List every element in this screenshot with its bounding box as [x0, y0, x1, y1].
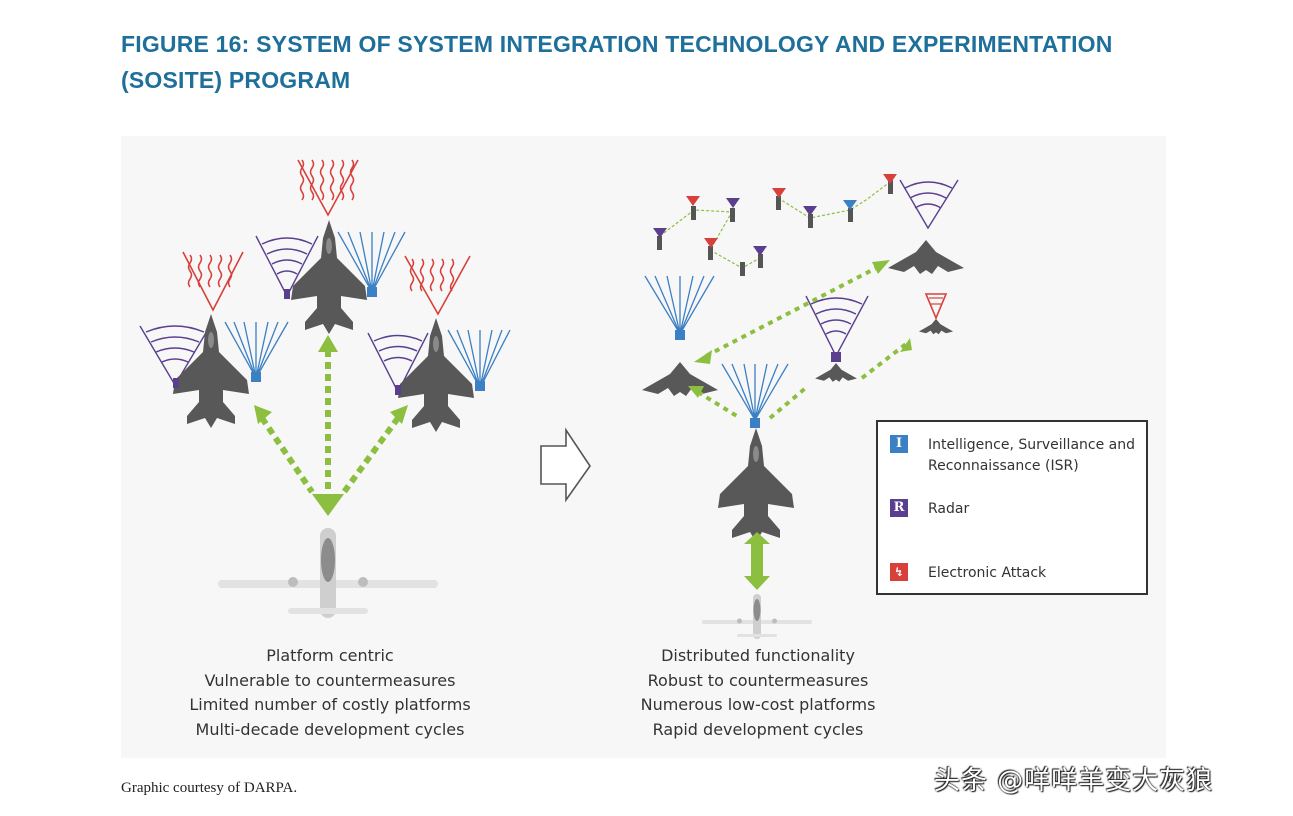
legend-label: Radar	[928, 501, 970, 517]
figure-title: FIGURE 16: SYSTEM OF SYSTEM INTEGRATION …	[121, 31, 1113, 93]
ea-emission-right	[924, 293, 948, 321]
command-aircraft-right	[702, 594, 812, 639]
isr-badge	[750, 418, 760, 428]
arrowheads-left	[254, 335, 408, 516]
left-caption: Platform centric Vulnerable to counterme…	[150, 644, 510, 742]
drone-ea	[918, 318, 954, 335]
fighter-left-3	[398, 318, 474, 432]
uplink-bar	[751, 544, 763, 576]
left-caption-line: Vulnerable to countermeasures	[204, 670, 456, 690]
isr-emission-right	[644, 275, 789, 422]
right-caption-line: Distributed functionality	[661, 646, 855, 665]
legend-label: Intelligence, Surveillance and Reconnais…	[928, 437, 1135, 474]
command-aircraft-left	[218, 528, 438, 618]
ea-emission-left-1	[182, 251, 244, 312]
radar-badge	[284, 289, 290, 299]
arrowheads-right	[688, 260, 912, 590]
radar-badge	[173, 378, 179, 388]
isr-icon: I	[890, 435, 908, 453]
radar-emission-left	[139, 235, 429, 393]
radar-badge	[395, 385, 401, 395]
fighter-left-top	[291, 220, 367, 334]
legend-box: I Intelligence, Surveillance and Reconna…	[876, 420, 1148, 595]
link-arrows-left	[259, 350, 401, 494]
right-caption-line: Numerous low-cost platforms	[640, 695, 876, 714]
drone-radar	[815, 363, 857, 382]
ea-emission-left-top	[297, 159, 359, 217]
isr-badge	[367, 287, 377, 297]
isr-emission-left	[224, 231, 511, 390]
link-arrows-right	[696, 264, 908, 420]
hollow-right-arrow-icon	[540, 427, 591, 503]
radar-badge	[831, 352, 841, 362]
left-caption-line: Limited number of costly platforms	[189, 695, 471, 714]
ea-emission-left-3	[404, 255, 471, 316]
isr-badge	[475, 381, 485, 391]
watermark: 头条 @咩咩羊变大灰狼	[934, 766, 1214, 796]
isr-badge	[675, 330, 685, 340]
drone-radar-large	[888, 240, 964, 274]
isr-badge	[251, 372, 261, 382]
left-caption-line: Platform centric	[266, 646, 394, 665]
legend-item-isr: I Intelligence, Surveillance and Reconna…	[890, 435, 1148, 477]
drone-swarm-network	[653, 174, 897, 276]
right-caption-line: Rapid development cycles	[652, 719, 864, 739]
legend-label: Electronic Attack	[928, 565, 1047, 581]
drone-isr	[642, 362, 718, 396]
image-credit: Graphic courtesy of DARPA.	[121, 780, 298, 796]
left-caption-line: Multi-decade development cycles	[195, 719, 465, 739]
legend-item-electronic-attack: ↯ Electronic Attack	[890, 563, 1148, 584]
fighter-right-hub	[718, 428, 794, 542]
legend-item-radar: R Radar	[890, 499, 1148, 520]
right-caption-line: Robust to countermeasures	[647, 670, 869, 690]
right-caption: Distributed functionality Robust to coun…	[588, 644, 928, 742]
electronic-attack-icon: ↯	[890, 563, 908, 581]
radar-icon: R	[890, 499, 908, 517]
